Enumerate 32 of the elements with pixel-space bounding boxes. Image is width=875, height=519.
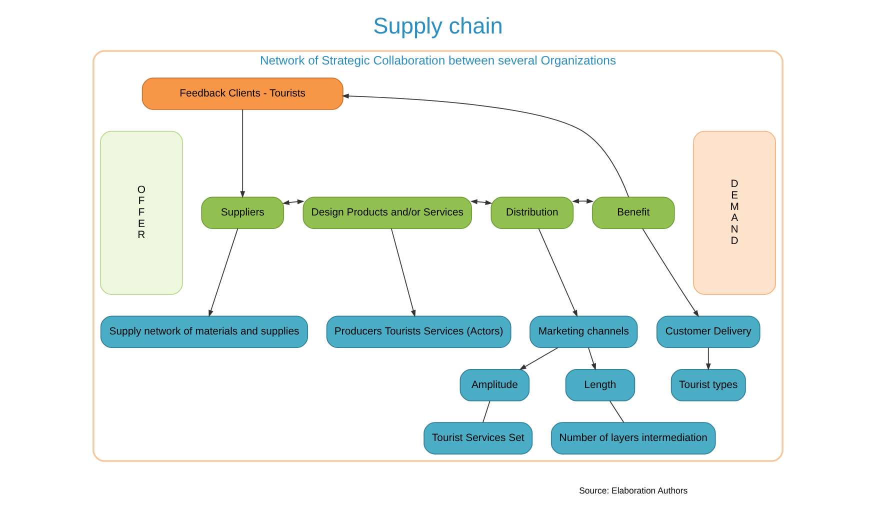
arrow [705,347,710,371]
arrow [208,228,238,318]
arrow [518,347,558,370]
node-box: Suppliers [200,196,284,229]
node-box: Tourist Services Set [423,422,532,454]
node-box: Design Products and/or Services [302,196,472,229]
node-box: Length [564,368,635,402]
arrow [282,199,304,205]
node-box: Distribution [490,196,574,229]
arrow [588,347,596,370]
connector [608,400,624,423]
arrow [571,198,594,204]
label: Source: Elaboration Authors [578,486,688,496]
node-box: Producers Tourists Services (Actors) [326,316,511,348]
node-box: DEMAND [692,130,776,295]
arrow [240,109,245,198]
node-box: Feedback Clients - Tourists [141,78,343,110]
node-box: Customer Delivery [656,316,760,348]
arrow [538,228,578,318]
arrow [390,228,416,318]
arrow [642,228,699,318]
node-box: Supply network of materials and supplies [100,316,308,348]
arrow [341,94,629,198]
node-box: Amplitude [459,368,530,402]
node-box: Number of layers intermediation [550,422,716,454]
node-box: Marketing channels [529,316,638,348]
connector [482,400,490,423]
node-box: Benefit [591,196,674,229]
node-box: OFFER [100,130,182,295]
arrow [470,199,492,205]
node-box: Tourist types [670,368,746,402]
diagram-title: Supply chain [372,12,502,38]
